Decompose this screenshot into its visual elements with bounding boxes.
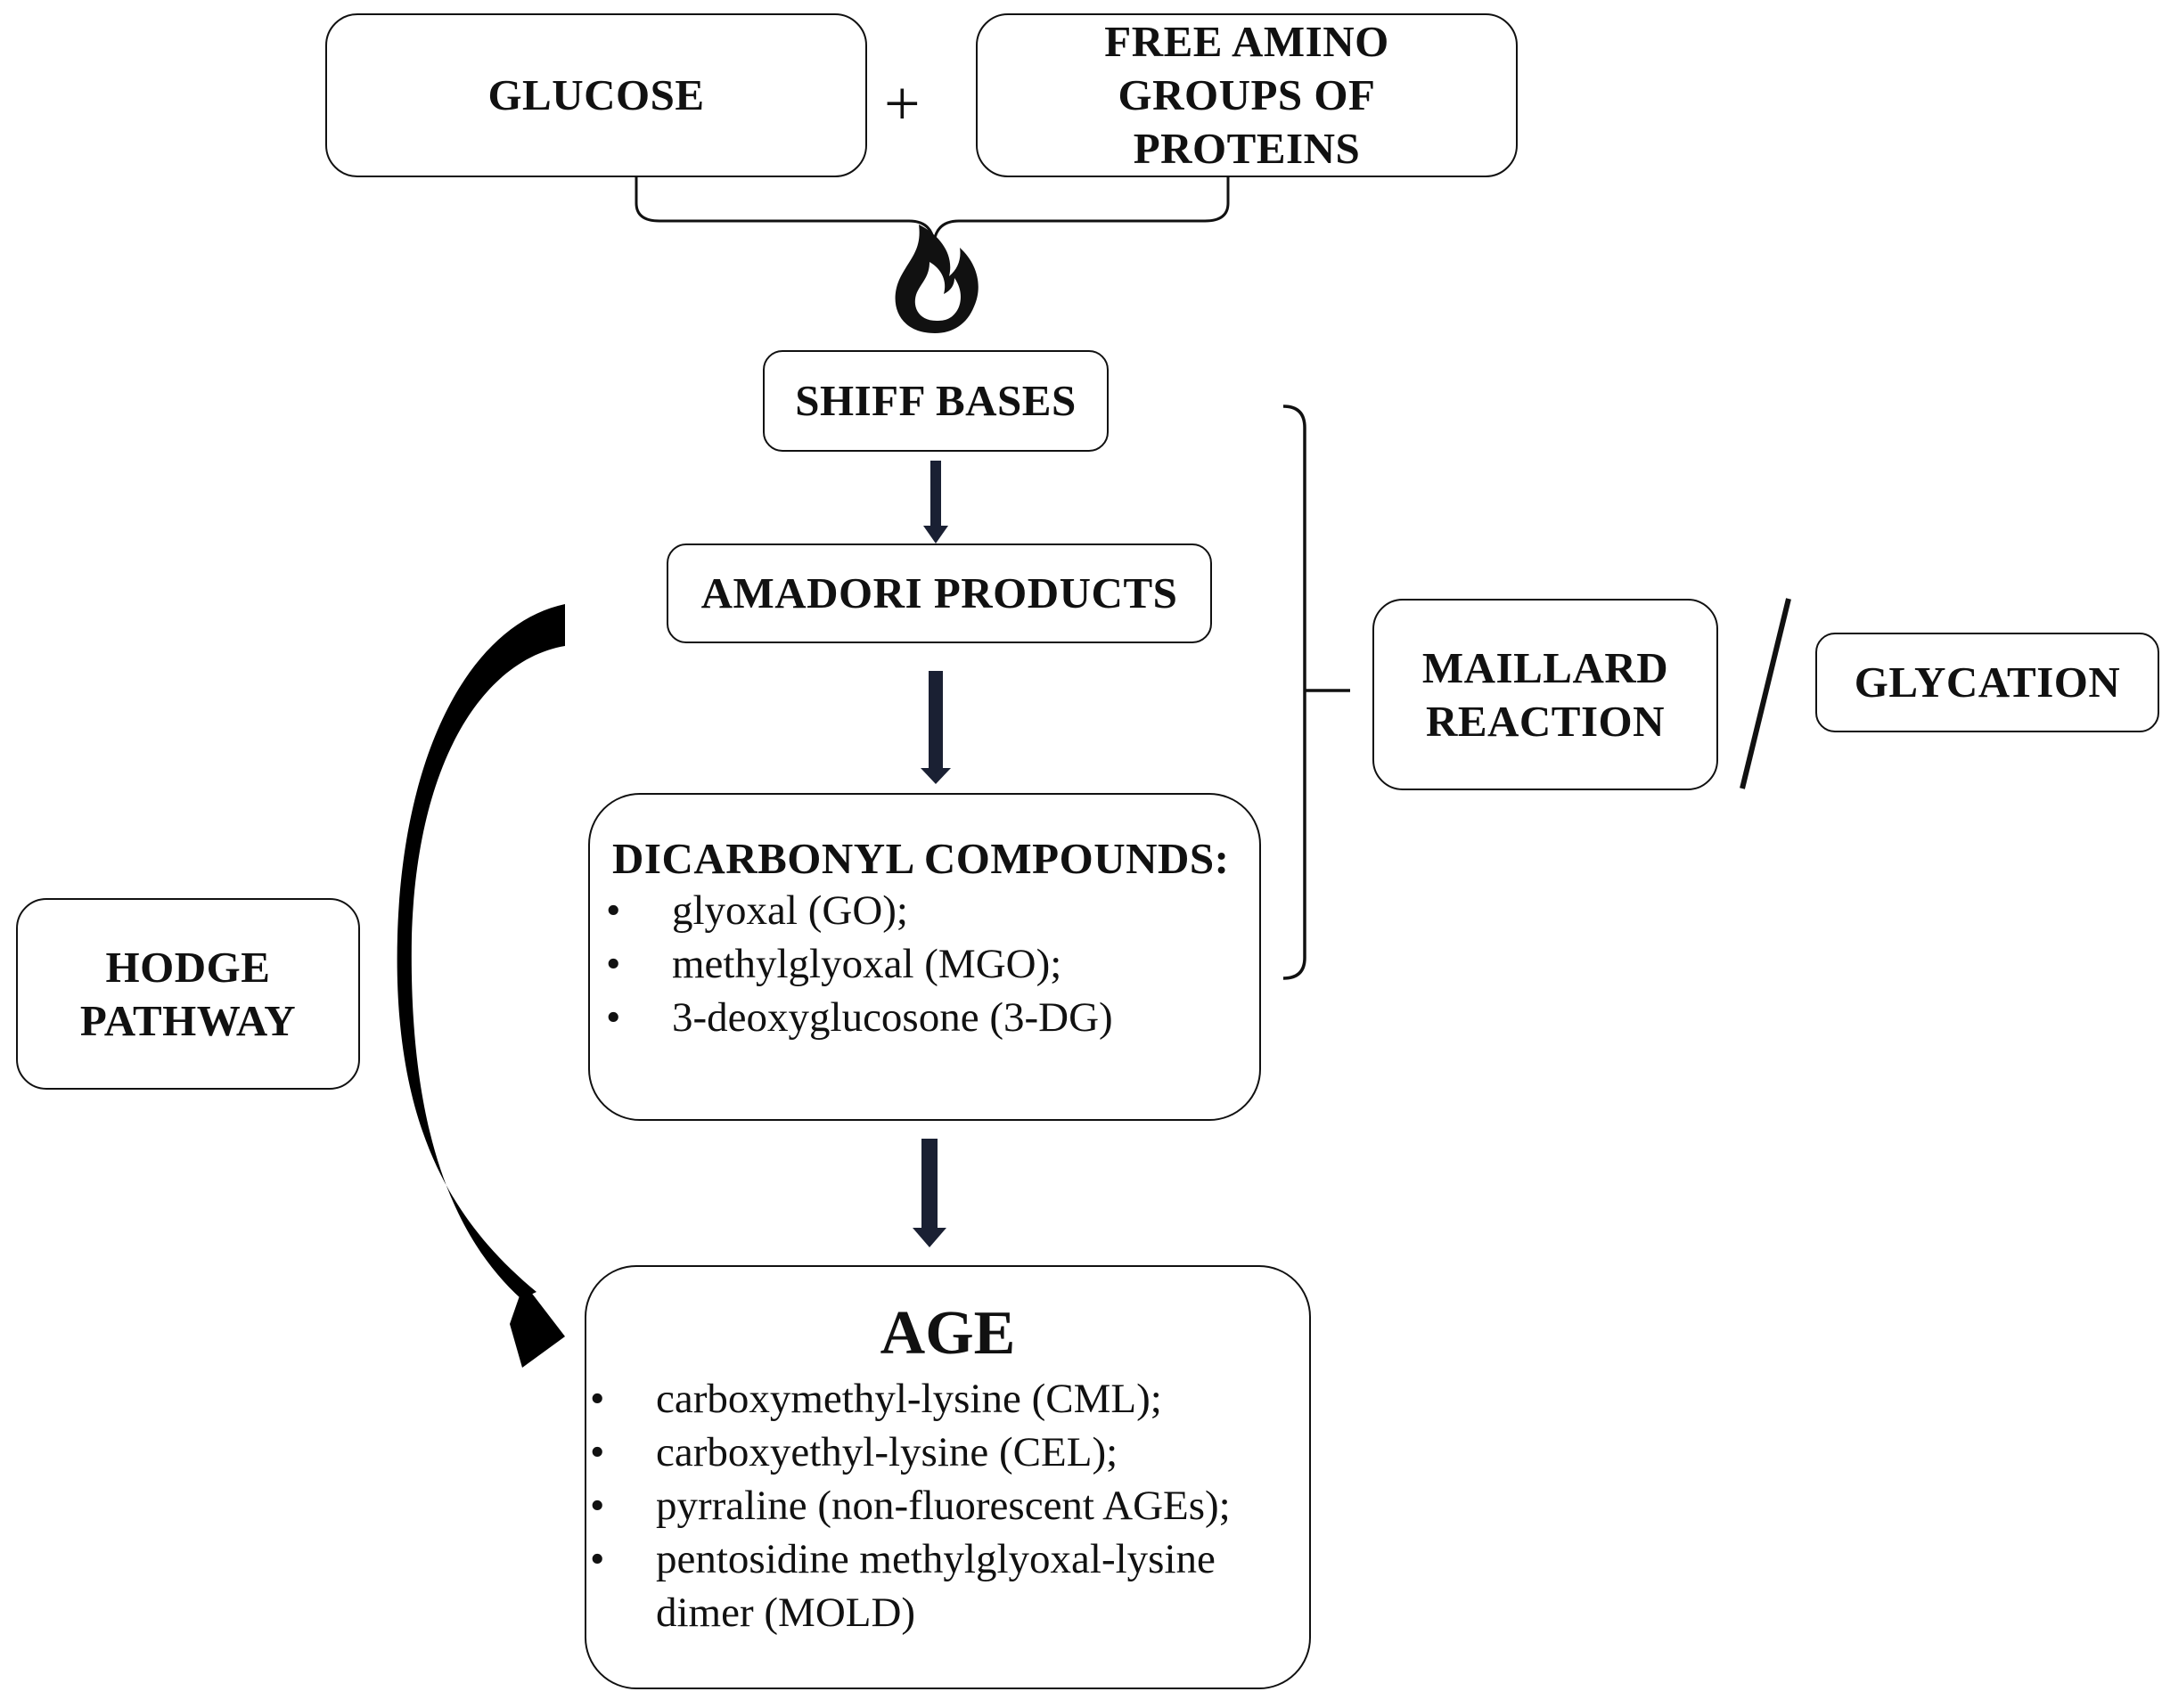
amadori-products-box: AMADORI PRODUCTS (667, 543, 1212, 643)
bullet: • (590, 1429, 605, 1475)
age-item-pyrraline: pyrraline (non-fluorescent AGEs); (656, 1483, 1231, 1529)
down-arrow-icon (923, 461, 948, 543)
down-arrow-icon (913, 1139, 946, 1247)
shiff-bases-label: SHIFF BASES (795, 376, 1077, 425)
list-item: • pentosidine methylglyoxal-lysine (574, 1532, 1231, 1586)
amadori-products-label: AMADORI PRODUCTS (700, 568, 1178, 617)
shiff-bases-box: SHIFF BASES (763, 350, 1109, 452)
dicarbonyl-list: • glyoxal (GO); • methylglyoxal (MGO); •… (590, 884, 1113, 1044)
bullet: • (590, 1536, 605, 1582)
bullet: • (606, 994, 621, 1041)
dicarbonyl-title: DICARBONYL COMPOUNDS: (612, 834, 1230, 883)
list-item: • carboxymethyl-lysine (CML); (574, 1372, 1231, 1426)
list-item: • methylglyoxal (MGO); (590, 937, 1113, 991)
hodge-label-line1: HODGE (105, 942, 271, 992)
glycation-box: GLYCATION (1815, 633, 2159, 732)
flame-icon (895, 225, 979, 333)
age-box: AGE • carboxymethyl-lysine (CML); • carb… (585, 1265, 1311, 1689)
hodge-pathway-box: HODGE PATHWAY (16, 898, 360, 1090)
bullet: • (606, 941, 621, 987)
bracket-icon (1282, 405, 1350, 980)
amino-label-line3: PROTEINS (1133, 124, 1361, 173)
list-item: • 3-deoxyglucosone (3-DG) (590, 991, 1113, 1044)
plus-sign: + (884, 68, 921, 139)
age-item-cel: carboxyethyl-lysine (CEL); (656, 1429, 1118, 1475)
age-item-cml: carboxymethyl-lysine (CML); (656, 1376, 1162, 1422)
age-item-mold: dimer (MOLD) (656, 1590, 916, 1636)
maillard-label-line1: MAILLARD (1421, 642, 1669, 692)
maillard-label-line2: REACTION (1425, 696, 1666, 746)
dicarbonyl-item-go: glyoxal (GO); (672, 887, 908, 934)
merge-brace (635, 176, 1230, 243)
glucose-label: GLUCOSE (487, 70, 705, 119)
down-arrow-icon (921, 671, 951, 784)
bullet: • (590, 1483, 605, 1529)
dicarbonyl-item-3dg: 3-deoxyglucosone (3-DG) (672, 994, 1113, 1041)
curved-arrow-icon (397, 604, 565, 1368)
list-item: • glyoxal (GO); (590, 884, 1113, 937)
glycation-label: GLYCATION (1854, 658, 2121, 707)
maillard-reaction-box: MAILLARD REACTION (1372, 599, 1718, 790)
slash-divider (1740, 598, 1791, 789)
age-item-pentosidine: pentosidine methylglyoxal-lysine (656, 1536, 1216, 1582)
bullet: • (606, 887, 621, 934)
dicarbonyl-item-mgo: methylglyoxal (MGO); (672, 941, 1062, 987)
dicarbonyl-box: DICARBONYL COMPOUNDS: • glyoxal (GO); • … (588, 793, 1261, 1121)
amino-groups-box: FREE AMINO GROUPS OF PROTEINS (976, 13, 1518, 177)
age-title: AGE (880, 1299, 1016, 1368)
age-list: • carboxymethyl-lysine (CML); • carboxye… (574, 1372, 1231, 1639)
glucose-box: GLUCOSE (325, 13, 867, 177)
list-item-continuation: dimer (MOLD) (574, 1586, 1231, 1639)
list-item: • pyrraline (non-fluorescent AGEs); (574, 1479, 1231, 1532)
amino-label-line1: FREE AMINO (1104, 17, 1389, 66)
amino-label-line2: GROUPS OF (1118, 70, 1376, 119)
hodge-label-line2: PATHWAY (79, 995, 297, 1045)
list-item: • carboxyethyl-lysine (CEL); (574, 1426, 1231, 1479)
bullet: • (590, 1376, 605, 1422)
